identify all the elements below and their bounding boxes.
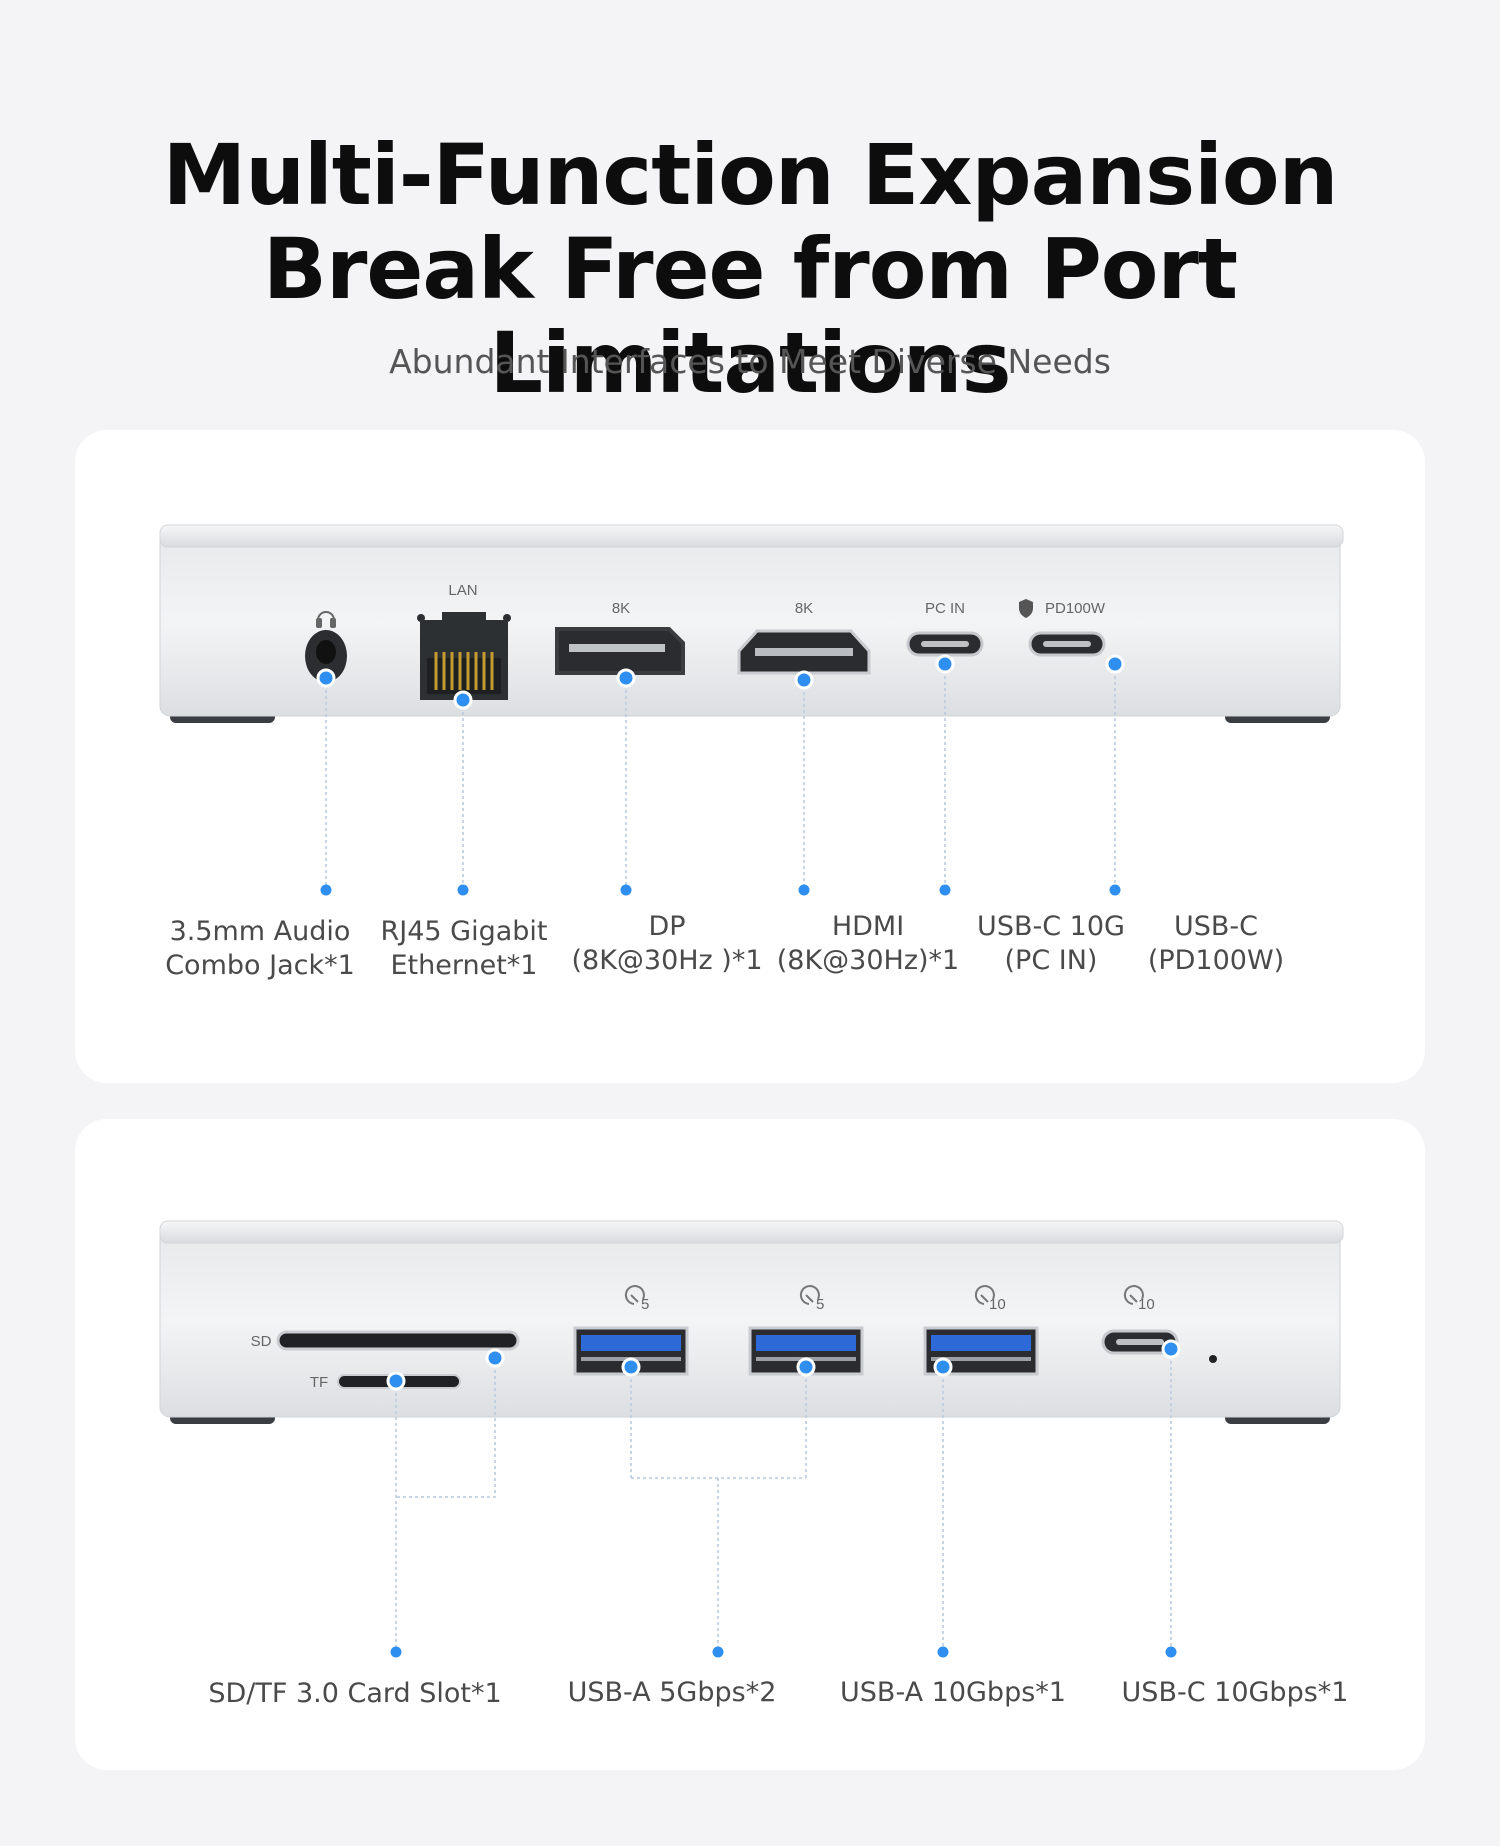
label-hdmi: HDMI (8K@30Hz)*1 (776, 911, 960, 976)
page-title: Multi-Function Expansion Break Free from… (0, 128, 1500, 410)
pd100w-mark: PD100W (1045, 600, 1106, 617)
hdmi-8k-mark: 8K (795, 600, 813, 617)
power-shield-icon (1019, 599, 1033, 618)
speed-icon (799, 1285, 820, 1305)
callout-points (316, 654, 1125, 896)
rj45-port (417, 612, 511, 700)
front-ports-card: LAN 8K 8K PC IN PD100W (75, 430, 1425, 1083)
callout-points (386, 1339, 1181, 1658)
device-lid (159, 524, 1344, 548)
speed-10-mark: 10 (989, 1296, 1006, 1313)
back-device-illustration: SD TF 5 5 (159, 1220, 1344, 1658)
label-dp: DP (8K@30Hz )*1 (571, 911, 763, 976)
title-line-1: Multi-Function Expansion (162, 126, 1339, 224)
sd-mark: SD (251, 1333, 272, 1350)
label-usb-c-pd: USB-C (PD100W) (1147, 911, 1285, 976)
sd-card-slot (276, 1330, 520, 1351)
label-usb-c-10gbps: USB-C 10Gbps*1 (1121, 1677, 1349, 1708)
headset-icon (316, 611, 336, 628)
title-line-2: Break Free from Port Limitations (262, 220, 1238, 412)
device-body (159, 527, 1341, 717)
label-usb-c-pc-in: USB-C 10G (PC IN) (977, 911, 1125, 976)
label-rj45: RJ45 Gigabit Ethernet*1 (380, 916, 548, 981)
front-device-illustration: LAN 8K 8K PC IN PD100W (159, 524, 1344, 896)
device-lid (159, 1220, 1344, 1244)
lan-mark: LAN (448, 582, 477, 599)
pc-in-mark: PC IN (925, 600, 965, 617)
speed-icon (1123, 1285, 1144, 1305)
label-audio-jack: 3.5mm Audio Combo Jack*1 (165, 916, 355, 981)
speed-icon (974, 1285, 995, 1305)
speed-icon (624, 1285, 645, 1305)
tf-mark: TF (310, 1374, 328, 1391)
speed-10-mark: 10 (1138, 1296, 1155, 1313)
label-usb-a-10gbps: USB-A 10Gbps*1 (840, 1677, 1066, 1708)
status-led (1209, 1355, 1217, 1363)
label-sd-tf-slot: SD/TF 3.0 Card Slot*1 (208, 1678, 502, 1709)
device-body (159, 1223, 1341, 1418)
label-usb-a-5gbps: USB-A 5Gbps*2 (567, 1677, 777, 1708)
back-ports-card: SD TF 5 5 (75, 1119, 1425, 1770)
dp-8k-mark: 8K (612, 600, 630, 617)
speed-5-mark: 5 (641, 1296, 649, 1313)
speed-5-mark: 5 (816, 1296, 824, 1313)
page-subtitle: Abundant Interfaces to Meet Diverse Need… (389, 342, 1111, 381)
